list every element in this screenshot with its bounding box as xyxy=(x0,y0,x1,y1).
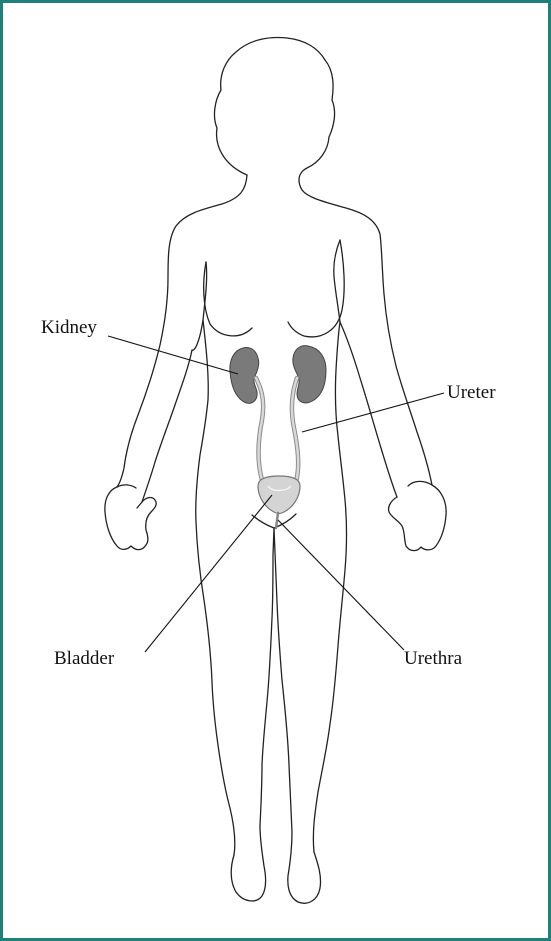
label-urethra: Urethra xyxy=(404,649,462,668)
label-ureter: Ureter xyxy=(447,383,496,402)
label-kidney: Kidney xyxy=(41,318,97,337)
body-outline xyxy=(105,38,446,904)
leader-line-kidney xyxy=(108,336,238,374)
leader-line-bladder xyxy=(145,495,272,652)
bladder xyxy=(258,476,300,514)
kidney-right xyxy=(293,346,326,403)
label-bladder: Bladder xyxy=(54,649,114,668)
leader-line-ureter xyxy=(302,393,444,432)
leader-line-urethra xyxy=(278,520,404,650)
kidney-left xyxy=(230,347,259,403)
ureters xyxy=(256,378,298,482)
urethra xyxy=(276,513,278,528)
